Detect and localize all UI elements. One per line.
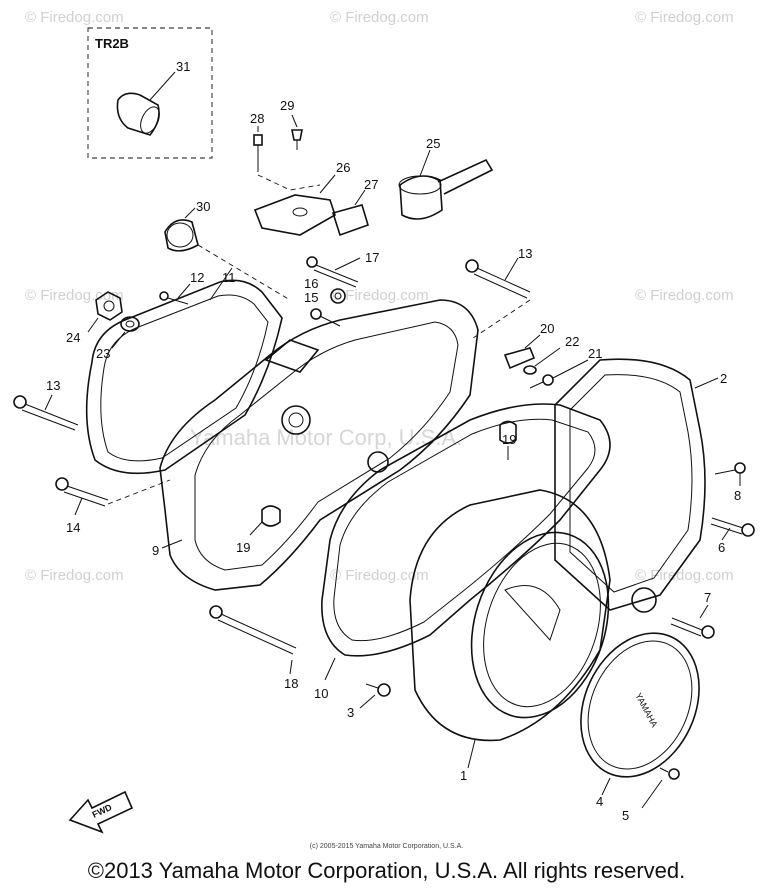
- callout-5: 5: [622, 808, 629, 823]
- part-21-screw: [529, 359, 589, 389]
- watermark-layer: © Firedog.com © Firedog.com © Firedog.co…: [25, 9, 734, 584]
- watermark: © Firedog.com: [25, 567, 124, 584]
- callout-10: 10: [314, 686, 328, 701]
- part-11-cover: [85, 267, 283, 475]
- inset-box: [87, 27, 213, 159]
- callout-17: 17: [365, 250, 379, 265]
- callout-4: 4: [596, 794, 603, 809]
- callout-14: 14: [66, 520, 80, 535]
- main-copyright: ©2013 Yamaha Motor Corporation, U.S.A. A…: [87, 858, 686, 883]
- callout-31: 31: [176, 59, 190, 74]
- fwd-label: FWD: [91, 802, 114, 820]
- watermark: © Firedog.com: [25, 287, 124, 304]
- part-10-gasket: [321, 403, 611, 681]
- part-17-bolt: [306, 256, 361, 288]
- callout-9: 9: [152, 543, 159, 558]
- callout-27: 27: [364, 177, 378, 192]
- part-2-cover: [554, 358, 719, 613]
- callout-23: 23: [96, 346, 110, 361]
- small-copyright: (c) 2005-2015 Yamaha Motor Corporation, …: [309, 843, 464, 850]
- callout-15: 15: [304, 290, 318, 305]
- callout-28: 28: [250, 111, 264, 126]
- callout-24: 24: [66, 330, 80, 345]
- watermark: © Firedog.com: [25, 9, 124, 26]
- part-6-bolt: [710, 517, 755, 541]
- part-12-screw: [159, 283, 191, 305]
- callout-19-right: 19: [502, 432, 516, 447]
- shaft-seal: [281, 405, 311, 435]
- part-31-bushing: [116, 92, 160, 136]
- callout-18: 18: [284, 676, 298, 691]
- inset-label: TR2B: [95, 36, 129, 51]
- cover-logo-text: YAMAHA: [633, 691, 659, 729]
- part-29-screw: [291, 114, 303, 150]
- watermark: © Firedog.com: [330, 287, 429, 304]
- watermark: © Firedog.com: [635, 567, 734, 584]
- part-26-bracket: [253, 194, 336, 236]
- part-25-oil-pipe: [398, 149, 494, 220]
- callout-12: 12: [190, 270, 204, 285]
- callout-numbers: 31 28 29 26 27 25 30 17 16 15 13 12 11 2…: [46, 59, 741, 823]
- part-20-plate: [503, 347, 536, 370]
- part-18-bolt: [209, 605, 297, 675]
- part-23-washer: [111, 316, 140, 349]
- part-30-cap: [164, 207, 199, 252]
- tr2b-inset: TR2B: [87, 27, 213, 159]
- callout-1: 1: [460, 768, 467, 783]
- part-13-bolt-left: [13, 394, 79, 431]
- callout-13-left: 13: [46, 378, 60, 393]
- watermark: © Firedog.com: [635, 287, 734, 304]
- callout-16: 16: [304, 276, 318, 291]
- callout-21: 21: [588, 346, 602, 361]
- callout-19-left: 19: [236, 540, 250, 555]
- callout-30: 30: [196, 199, 210, 214]
- callout-3: 3: [347, 705, 354, 720]
- part-24-nut: [87, 291, 123, 333]
- center-watermark: Yamaha Motor Corp, U.S.A.: [190, 425, 462, 450]
- callout-20: 20: [540, 321, 554, 336]
- callout-29: 29: [280, 98, 294, 113]
- part-27-grommet: [331, 204, 369, 237]
- part-8-bolt: [714, 462, 746, 486]
- part-5-screw: [641, 767, 680, 809]
- part-28-bolt: [253, 126, 263, 172]
- callout-13-top: 13: [518, 246, 532, 261]
- part-19-dowel-left: [249, 505, 281, 536]
- callout-7: 7: [704, 590, 711, 605]
- part-1-clutch-cover: [409, 489, 611, 769]
- callout-26: 26: [336, 160, 350, 175]
- exploded-view-svg: © Firedog.com © Firedog.com © Firedog.co…: [13, 9, 755, 834]
- callout-8: 8: [734, 488, 741, 503]
- part-22-washer: [523, 365, 537, 375]
- part-15-screw: [310, 308, 341, 327]
- watermark: © Firedog.com: [635, 9, 734, 26]
- watermark: © Firedog.com: [330, 567, 429, 584]
- part-7-bolt: [670, 604, 715, 639]
- callout-22: 22: [565, 334, 579, 349]
- watermark: © Firedog.com: [330, 9, 429, 26]
- fwd-arrow: FWD: [68, 790, 134, 834]
- part-16-washer: [330, 288, 346, 304]
- callout-11: 11: [222, 270, 236, 285]
- callout-2: 2: [720, 371, 727, 386]
- part-9-crankcase-cover: [159, 299, 479, 591]
- part-4-cap: YAMAHA: [580, 632, 700, 796]
- callout-6: 6: [718, 540, 725, 555]
- part-13-bolt-top: [465, 257, 531, 299]
- part-3-screw: [359, 683, 391, 709]
- callout-25: 25: [426, 136, 440, 151]
- part-19-dowel-right: [499, 420, 517, 460]
- part-14-bolt: [55, 477, 109, 516]
